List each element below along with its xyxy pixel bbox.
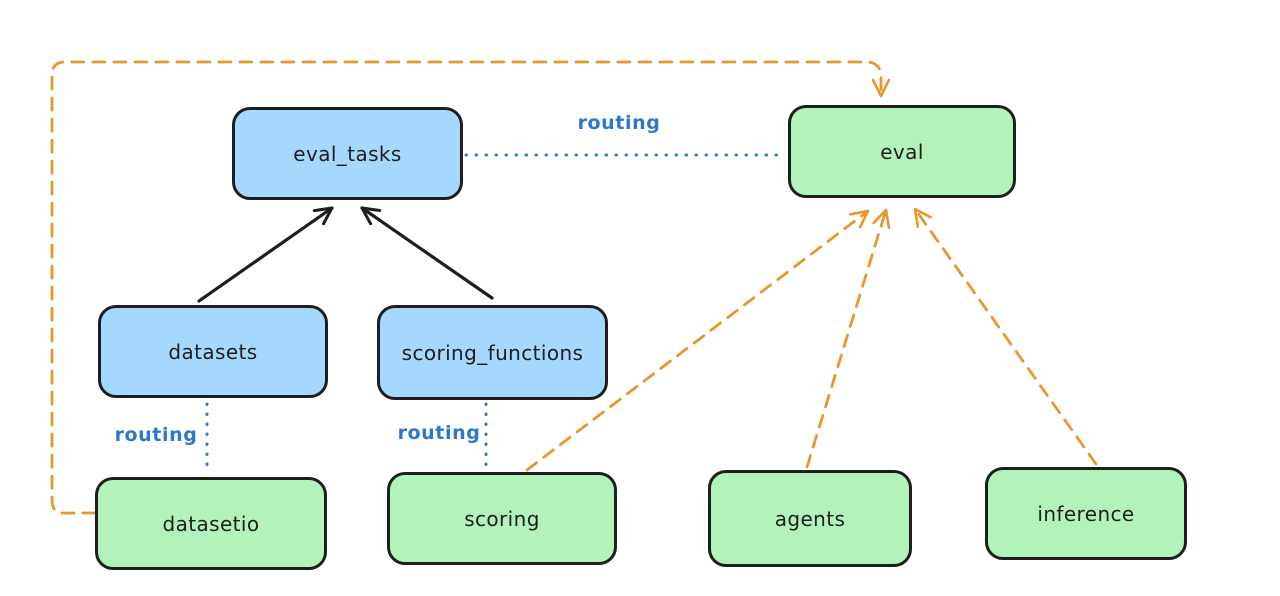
node-datasets: datasets xyxy=(98,305,328,398)
edge-agents-to-eval xyxy=(805,208,891,469)
edge-label-routing-scoring-functions-scoring: routing xyxy=(397,422,481,444)
node-eval: eval xyxy=(788,105,1016,198)
node-eval-tasks-label: eval_tasks xyxy=(293,141,402,166)
node-agents: agents xyxy=(708,470,912,567)
node-scoring-functions: scoring_functions xyxy=(377,305,608,400)
node-datasetio: datasetio xyxy=(95,477,327,570)
node-agents-label: agents xyxy=(774,506,846,531)
node-eval-label: eval xyxy=(880,139,924,164)
node-inference: inference xyxy=(985,467,1187,560)
edge-scoring-functions-to-eval-tasks xyxy=(360,206,494,300)
node-scoring-functions-label: scoring_functions xyxy=(401,340,584,365)
node-scoring-label: scoring xyxy=(464,506,540,531)
node-scoring: scoring xyxy=(387,472,617,565)
edge-inference-to-eval xyxy=(913,207,1098,466)
node-eval-tasks: eval_tasks xyxy=(232,107,463,200)
edge-label-routing-datasets-datasetio: routing xyxy=(114,424,198,446)
node-datasetio-label: datasetio xyxy=(162,511,260,536)
edge-datasets-to-eval-tasks xyxy=(197,206,334,303)
edge-datasetio-to-eval xyxy=(50,60,891,515)
edge-scoring-to-eval xyxy=(525,209,870,472)
node-inference-label: inference xyxy=(1037,501,1135,526)
edge-label-routing-eval-tasks-eval: routing xyxy=(577,112,661,134)
node-datasets-label: datasets xyxy=(168,339,258,364)
